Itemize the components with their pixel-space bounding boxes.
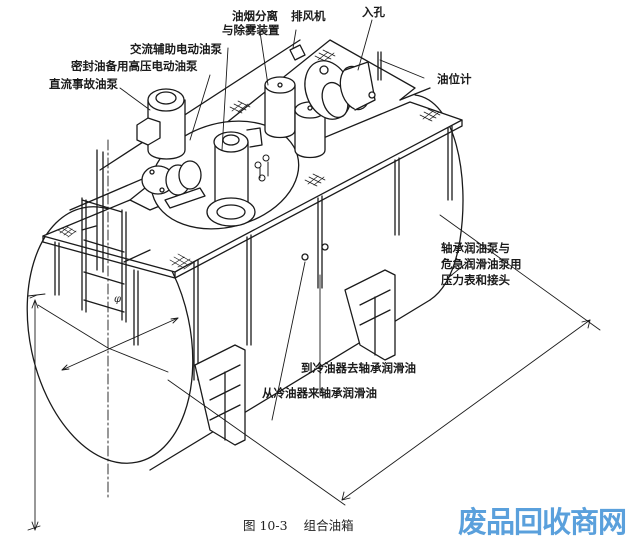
label-gauge-line1: 轴承润油泵与	[441, 241, 510, 255]
figure-caption: 图 10-3 组合油箱	[243, 518, 370, 534]
label-ac-aux-pump: 交流辅助电动油泵	[130, 42, 222, 56]
caption-number: 图 10-3	[243, 518, 288, 533]
diameter-line	[61, 317, 179, 371]
label-dc-emergency-pump: 直流事故油泵	[49, 77, 118, 91]
leader-lines	[119, 19, 471, 421]
caption-title: 组合油箱	[303, 518, 354, 533]
valves	[254, 154, 270, 182]
dc-emergency-pump	[136, 88, 186, 195]
pipe-connections	[301, 243, 329, 261]
ladder	[81, 149, 151, 323]
platform-legs	[54, 125, 453, 381]
label-manhole: 入孔	[362, 5, 385, 19]
label-gauge-line2: 危急润滑油泵用	[441, 257, 522, 271]
label-to-cooler: 到冷油器去轴承润滑油	[301, 361, 416, 375]
label-oil-fume-separator-line2: 与除雾装置	[222, 23, 280, 37]
length-dimension	[341, 319, 591, 501]
support-saddle-front	[194, 344, 246, 446]
label-seal-oil-backup-pump: 密封油备用高压电动油泵	[71, 59, 198, 73]
tank-body	[26, 87, 464, 471]
exhaust-fan	[289, 44, 352, 120]
watermark-logo: 废品回收商网	[458, 505, 627, 539]
label-oil-fume-separator-line1: 油烟分离	[232, 9, 278, 23]
oil-fume-separator	[264, 76, 326, 159]
label-gauge-and-connector: 轴承润油泵与 危急润滑油泵用 压力表和接头	[441, 240, 522, 288]
label-gauge-line3: 压力表和接头	[441, 273, 510, 287]
label-oil-level-gauge: 油位计	[437, 72, 472, 86]
label-from-cooler: 从冷油器来轴承润滑油	[262, 386, 377, 400]
label-oil-fume-separator: 油烟分离 与除雾装置	[222, 9, 280, 37]
diameter-symbol: φ	[114, 294, 122, 305]
tank-rear-end	[414, 94, 464, 301]
platform-hatch	[57, 49, 441, 270]
manhole	[339, 61, 376, 111]
support-saddle-rear	[344, 269, 396, 361]
ac-aux-pump	[164, 160, 206, 209]
tank-front-end	[26, 206, 194, 464]
label-exhaust-fan: 排风机	[291, 9, 326, 23]
dimension-lines	[27, 139, 601, 531]
oil-level-gauge	[377, 51, 382, 81]
